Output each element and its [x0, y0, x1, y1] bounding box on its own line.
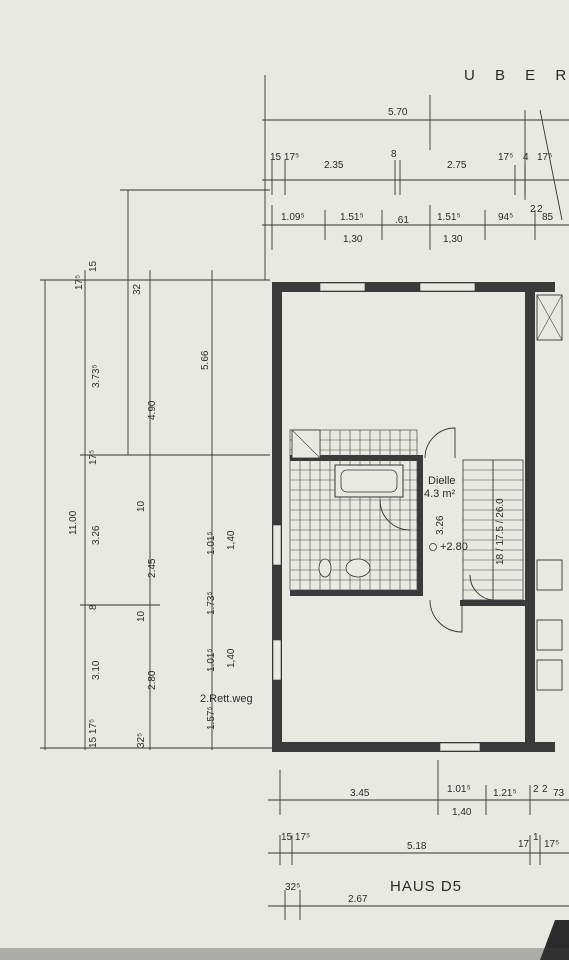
dim-c1-4: 3.26 — [91, 525, 102, 545]
dim-overall-width: 5.70 — [388, 107, 408, 118]
dim-r1-0: 15 17⁵ — [270, 152, 299, 163]
dim-overall-height: 11.00 — [68, 510, 79, 535]
dim-r2-7: 85 — [542, 212, 554, 223]
dim-c1-2: 3.73⁵ — [91, 364, 102, 388]
dim-c3-6: 1.57⁵ — [206, 706, 217, 730]
doors — [379, 427, 463, 633]
dim-c1-5: 8 — [88, 604, 99, 610]
dim-b2-0: 15 17⁵ — [281, 832, 310, 843]
dim-r2-4: 94⁵ — [498, 212, 513, 223]
walls — [272, 282, 555, 752]
dim-b1-6: 73 — [553, 788, 565, 799]
inner-dim-dielle-depth: 3.26 — [435, 515, 446, 535]
dim-r2-2: .61 — [395, 215, 409, 226]
dim-c3-3: 1.73⁵ — [206, 591, 217, 615]
dim-r2-6: 2 — [537, 204, 543, 215]
dim-b3-0: 32⁵ — [285, 882, 300, 893]
dim-c3-5: 1,40 — [226, 648, 237, 668]
dim-b2-2: 17 — [518, 839, 530, 850]
dim-c2-0: 32 — [132, 283, 143, 295]
dim-c3-4: 1.01⁵ — [206, 648, 217, 672]
dim-r2-1: 1.51⁵ — [340, 212, 364, 223]
dim-b1-4: 2 — [533, 784, 539, 795]
dim-b1-1: 1.01⁵ — [447, 784, 471, 795]
dim-c3-0: 5.66 — [200, 350, 211, 370]
dim-b2-4: 17⁵ — [544, 839, 559, 850]
dim-c1-3: 17⁵ — [88, 450, 99, 465]
right-cabinets — [536, 294, 563, 691]
dim-c3-1: 1.01⁵ — [206, 531, 217, 555]
dim-r1-6: 17⁵ — [537, 152, 552, 163]
left-dimension-chains: 11.00 17⁵ 15 3.73⁵ 17⁵ 3.26 8 3.10 15 17… — [40, 189, 290, 750]
staircase: 18 / 17.5 / 26.0 — [462, 459, 524, 601]
dim-b2-1: 5.18 — [407, 841, 427, 852]
dim-r1-5: 4 — [523, 152, 529, 163]
dim-r1-2: 8 — [391, 149, 397, 160]
dim-b2-3: 1 — [533, 832, 539, 843]
dim-r2-5: 2 — [530, 204, 536, 215]
dim-r2b-0: 1,30 — [343, 234, 363, 245]
dim-b1-0: 3.45 — [350, 788, 370, 799]
stair-info: 18 / 17.5 / 26.0 — [495, 498, 506, 565]
dim-c1-7: 15 17⁵ — [88, 719, 99, 748]
stair-level: +2.80 — [440, 541, 468, 553]
dim-c2-1: 4.90 — [147, 400, 158, 420]
dim-c1-1: 15 — [88, 260, 99, 272]
dim-c1-0: 17⁵ — [74, 275, 85, 290]
escape-route-label: 2.Rett.weg — [200, 693, 253, 705]
house-label: HAUS D5 — [390, 878, 462, 895]
dim-r2b-1: 1,30 — [443, 234, 463, 245]
top-dimension-chains: 5.70 15 17⁵ 2.35 8 2.75 17⁵ 4 17⁵ 1.09⁵ … — [262, 75, 569, 280]
dim-c2-6: 32⁵ — [136, 733, 147, 748]
dim-c3-2: 1,40 — [226, 530, 237, 550]
bathroom-tiles — [289, 429, 418, 591]
dim-r1-4: 17⁵ — [498, 152, 513, 163]
dim-b1-5: 2 — [542, 784, 548, 795]
sheet-title-fragment: U B E R — [464, 67, 569, 84]
room-area-dielle: 4.3 m² — [424, 488, 456, 500]
room-name-dielle: Dielle — [428, 475, 456, 487]
dim-b1-3: 1.21⁵ — [493, 788, 517, 799]
dim-r2-3: 1.51⁵ — [437, 212, 461, 223]
dim-c2-3: 2.45 — [147, 558, 158, 578]
dim-r2-0: 1.09⁵ — [281, 212, 305, 223]
dim-b1-2: 1,40 — [452, 807, 472, 818]
dim-r1-1: 2.35 — [324, 160, 344, 171]
dim-b3-1: 2.67 — [348, 894, 368, 905]
dim-c2-2: 10 — [136, 500, 147, 512]
bottom-dimension-chains: 3.45 1.01⁵ 1,40 1.21⁵ 2 2 73 15 17⁵ 5.18… — [268, 760, 569, 920]
dim-c1-6: 3.10 — [91, 660, 102, 680]
dim-c2-4: 10 — [136, 610, 147, 622]
dim-c2-5: 2.80 — [147, 670, 158, 690]
dim-r1-3: 2.75 — [447, 160, 467, 171]
